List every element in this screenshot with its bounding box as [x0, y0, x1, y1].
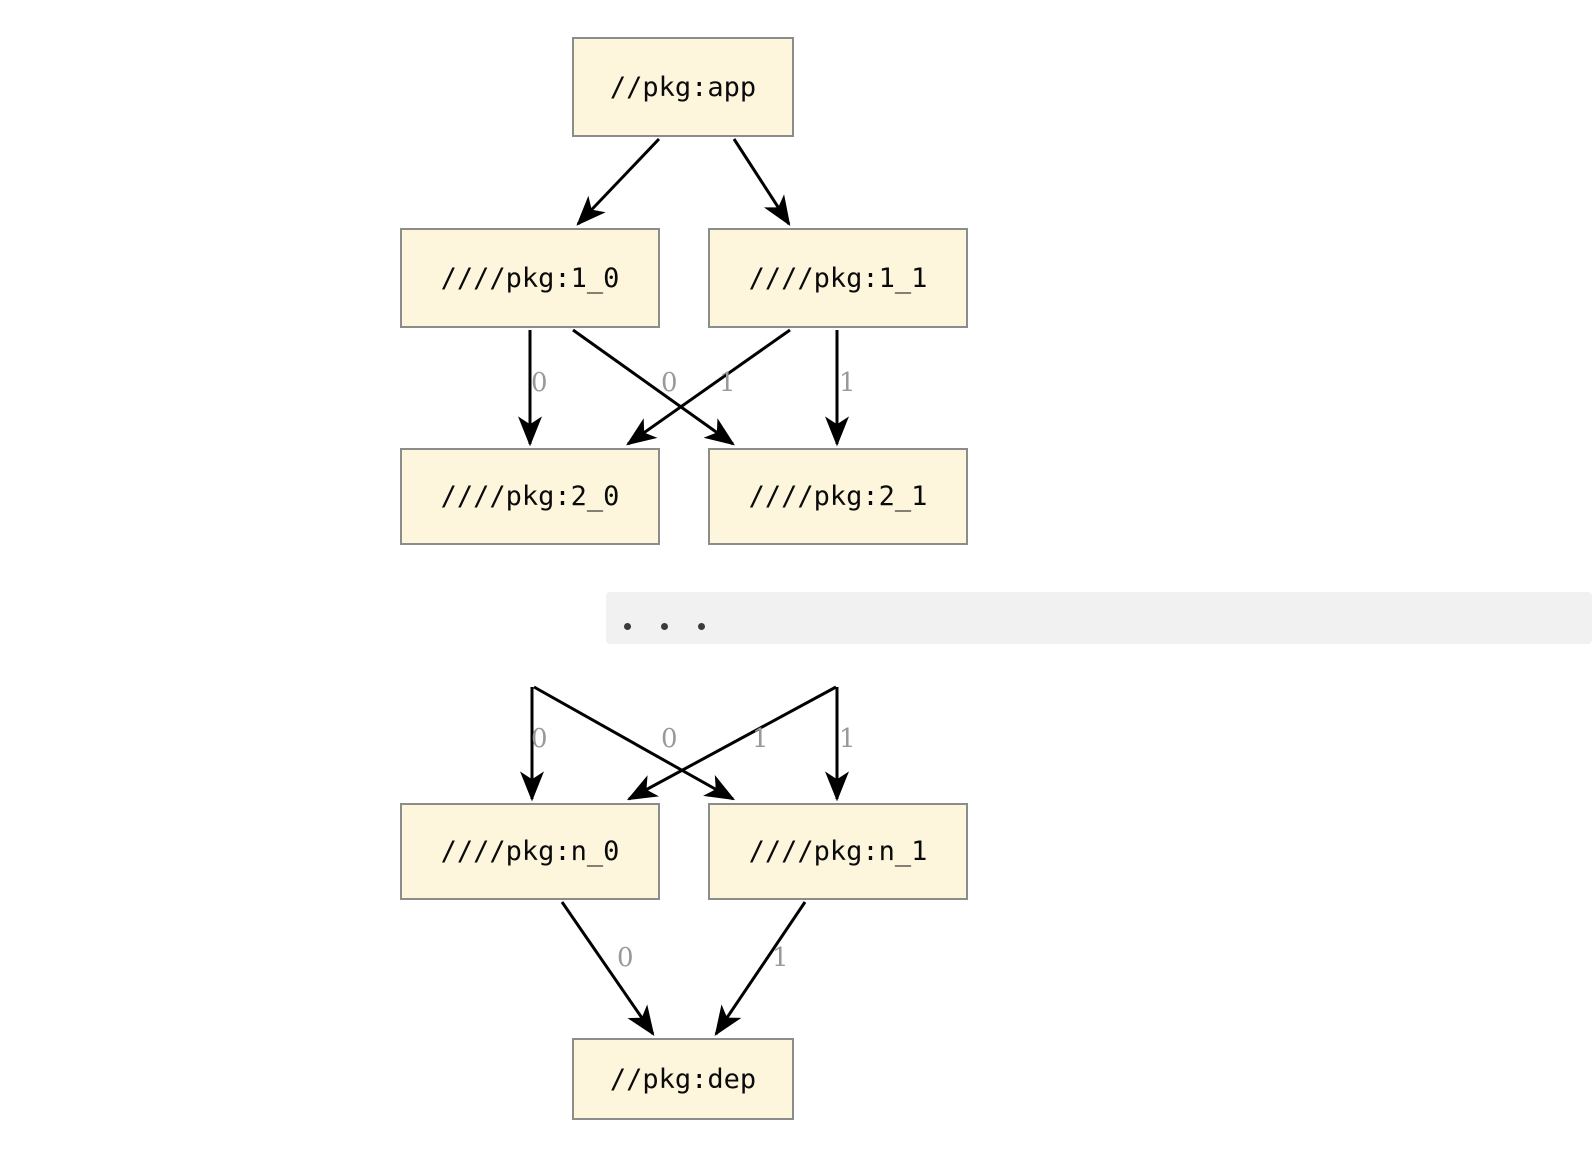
graph-edge [533, 685, 736, 801]
node-pkg-1-0[interactable]: ////pkg:1_0 [400, 228, 660, 328]
graph-edge [560, 901, 655, 1036]
node-label: ////pkg:1_0 [440, 262, 620, 294]
node-pkg-2-1[interactable]: ////pkg:2_1 [708, 448, 968, 545]
node-pkg-n-0[interactable]: ////pkg:n_0 [400, 803, 660, 900]
node-label: ////pkg:2_0 [440, 481, 620, 512]
edge-label: 0 [531, 368, 548, 398]
node-label: ////pkg:2_1 [748, 481, 928, 512]
node-label: ////pkg:n_1 [748, 836, 928, 867]
ellipsis-dot-1 [624, 623, 631, 630]
node-label: //pkg:dep [609, 1063, 757, 1095]
ellipsis-dot-2 [661, 623, 668, 630]
edge-label: 0 [531, 724, 548, 754]
node-pkg-2-0[interactable]: ////pkg:2_0 [400, 448, 660, 545]
graph-edge [576, 137, 661, 226]
graph-edge [714, 901, 807, 1036]
ellipsis-dot-3 [698, 623, 705, 630]
node-pkg-1-1[interactable]: ////pkg:1_1 [708, 228, 968, 328]
edge-label: 0 [661, 368, 678, 398]
graph-edge [626, 328, 791, 446]
edge-label: 1 [719, 368, 736, 398]
node-pkg-n-1[interactable]: ////pkg:n_1 [708, 803, 968, 900]
graph-edge [572, 328, 735, 446]
ellipsis-dots [624, 623, 705, 630]
node-label: ////pkg:n_0 [440, 836, 620, 867]
node-pkg-app[interactable]: //pkg:app [572, 37, 794, 137]
edge-label: 1 [752, 724, 769, 754]
edge-label: 0 [617, 943, 634, 973]
node-label: //pkg:app [609, 71, 757, 103]
edge-label: 1 [839, 724, 856, 754]
node-label: ////pkg:1_1 [748, 262, 928, 294]
edge-label: 0 [661, 724, 678, 754]
graph-edge [732, 138, 791, 227]
edge-label: 1 [772, 943, 789, 973]
node-pkg-dep[interactable]: //pkg:dep [572, 1038, 794, 1120]
edge-label: 1 [839, 368, 856, 398]
elided-nodes-band [606, 592, 1592, 644]
